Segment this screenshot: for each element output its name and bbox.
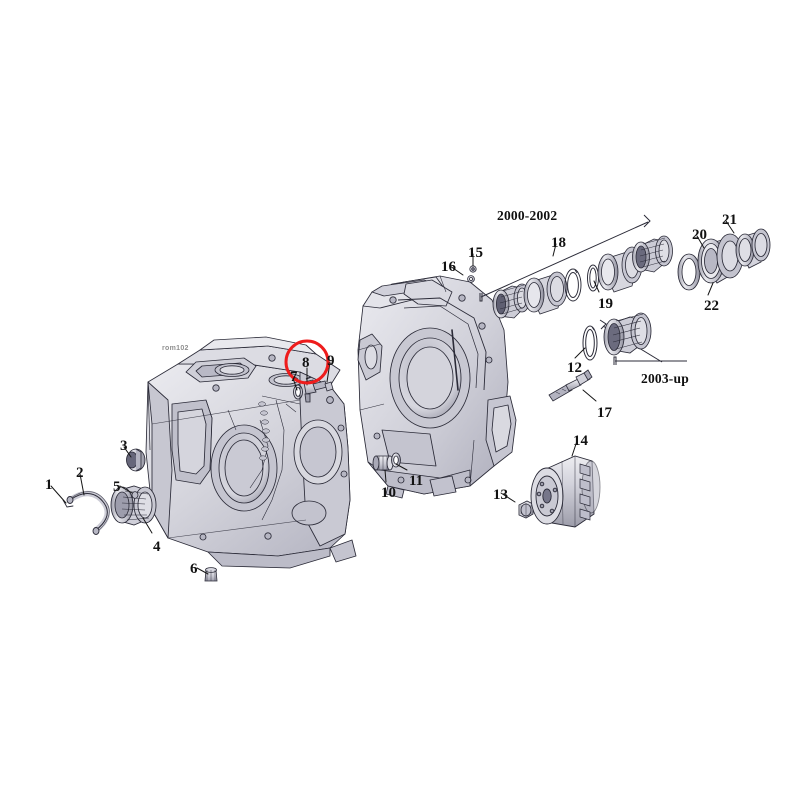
leader-line-20 <box>696 235 705 249</box>
callout-number-20: 20 <box>692 227 707 243</box>
leader-line-18 <box>552 243 557 257</box>
callout-number-10: 10 <box>381 485 396 501</box>
shim-22 <box>677 253 701 291</box>
callout-number-8: 8 <box>302 355 310 371</box>
dowel-pin-5 <box>131 491 139 499</box>
snap-ring-12 <box>582 325 598 361</box>
leader-line-21 <box>725 220 735 234</box>
callout-number-18: 18 <box>551 235 566 251</box>
callout-number-22: 22 <box>704 298 719 314</box>
group-label-years-2003-up: 2003-up <box>641 371 689 386</box>
long-bolt-17 <box>548 369 593 402</box>
leader-line-19 <box>593 280 600 293</box>
group-label-years-2000-2002: 2000-2002 <box>497 208 558 223</box>
leader-line-16 <box>449 265 464 276</box>
leader-line-10 <box>384 469 387 483</box>
callout-number-15: 15 <box>468 245 483 261</box>
callout-number-4: 4 <box>153 539 161 555</box>
callout-number-2: 2 <box>76 465 84 481</box>
leader-line-1 <box>50 485 67 504</box>
oil-fitting-10 <box>372 455 394 471</box>
callout-number-9: 9 <box>327 353 335 369</box>
breather-hose-2 <box>66 490 110 535</box>
callout-number-3: 3 <box>120 438 128 454</box>
spacer-21 <box>735 228 771 269</box>
leader-line-12 <box>574 347 586 359</box>
leader-line-3 <box>123 446 132 458</box>
callout-number-5: 5 <box>113 479 121 495</box>
right-crankcase-half <box>357 275 517 499</box>
retainer-clip-1 <box>62 499 74 508</box>
snap-ring-c <box>564 268 582 302</box>
leader-line-6 <box>196 567 209 575</box>
seal-ring-3 <box>126 448 146 472</box>
washer-16 <box>467 275 475 283</box>
leader-line-13 <box>500 492 516 503</box>
oil-filter-14 <box>530 455 601 528</box>
bearing-race-b <box>523 271 568 315</box>
callout-number-11: 11 <box>409 473 424 489</box>
bearing-set-18 <box>492 235 673 319</box>
roller-bearing-e <box>632 235 673 273</box>
years-2000-2002-bracket <box>479 214 651 302</box>
leader-line-22 <box>707 282 714 296</box>
leader-line-11 <box>395 463 408 471</box>
leader-line-4 <box>142 517 153 534</box>
washer-11 <box>391 452 401 468</box>
leader-line-2 <box>79 473 85 496</box>
screw-9 <box>324 381 334 392</box>
leader-line-5 <box>119 485 133 494</box>
roller-bearing-4-right <box>603 312 652 356</box>
callout-number-19: 19 <box>598 296 613 312</box>
leader-line-17 <box>582 389 597 402</box>
callout-number-14: 14 <box>573 433 588 449</box>
callout-number-16: 16 <box>441 259 456 275</box>
plug-6 <box>204 567 218 582</box>
callout-number-6: 6 <box>190 561 198 577</box>
highlight-circle-callout-8 <box>284 339 330 385</box>
callout-number-1: 1 <box>45 477 53 493</box>
screw-15 <box>469 265 477 273</box>
watermark-label: rom102 <box>162 345 189 352</box>
leader-line-14 <box>571 440 578 457</box>
leader-line-9 <box>326 361 331 383</box>
left-crankcase-half <box>145 336 357 569</box>
callout-number-12: 12 <box>567 360 582 376</box>
callout-number-7: 7 <box>290 369 298 385</box>
callout-number-17: 17 <box>597 405 612 421</box>
callout-number-13: 13 <box>493 487 508 503</box>
drain-plug-13 <box>518 500 534 519</box>
callout-number-21: 21 <box>722 212 737 228</box>
